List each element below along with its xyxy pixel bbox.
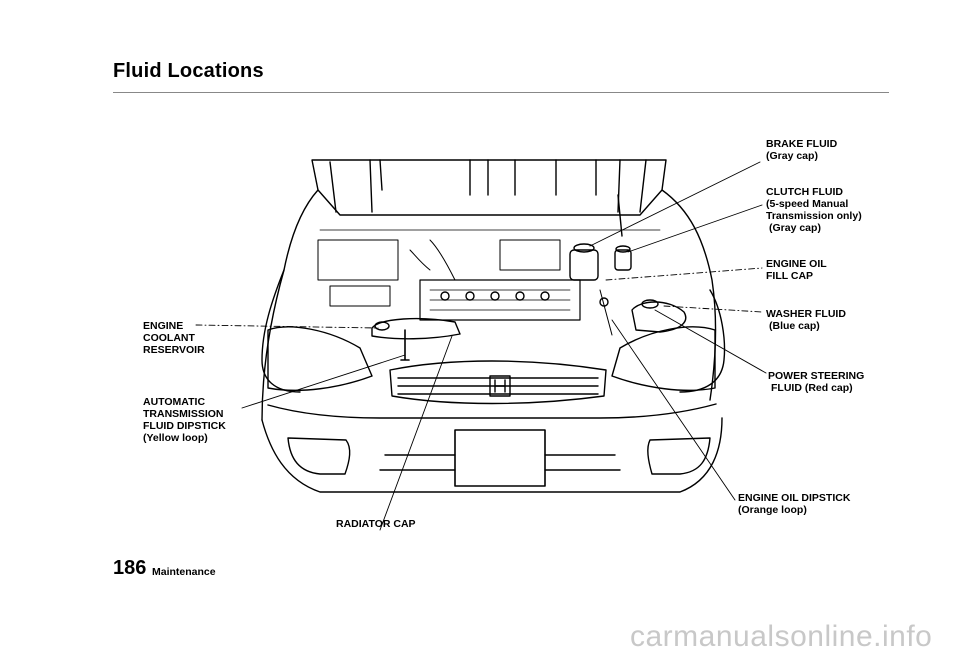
label-radiator-cap: RADIATOR CAP (336, 518, 416, 530)
title-divider (113, 92, 889, 93)
label-clutch-fluid: CLUTCH FLUID (5-speed Manual Transmissio… (766, 186, 862, 234)
section-name: Maintenance (152, 566, 216, 578)
label-engine-coolant-reservoir: ENGINE COOLANT RESERVOIR (143, 320, 205, 356)
label-washer-fluid: WASHER FLUID (Blue cap) (766, 308, 846, 332)
label-brake-fluid: BRAKE FLUID (Gray cap) (766, 138, 838, 162)
page-title: Fluid Locations (113, 60, 264, 82)
label-engine-oil-dipstick: ENGINE OIL DIPSTICK (Orange loop) (738, 492, 851, 516)
label-engine-oil-fill-cap: ENGINE OIL FILL CAP (766, 258, 827, 282)
watermark: carmanualsonline.info (630, 620, 933, 653)
label-power-steering-fluid: POWER STEERING FLUID (Red cap) (768, 370, 865, 394)
page-number: 186 (113, 557, 147, 579)
label-atf-dipstick: AUTOMATIC TRANSMISSION FLUID DIPSTICK (Y… (143, 396, 226, 444)
